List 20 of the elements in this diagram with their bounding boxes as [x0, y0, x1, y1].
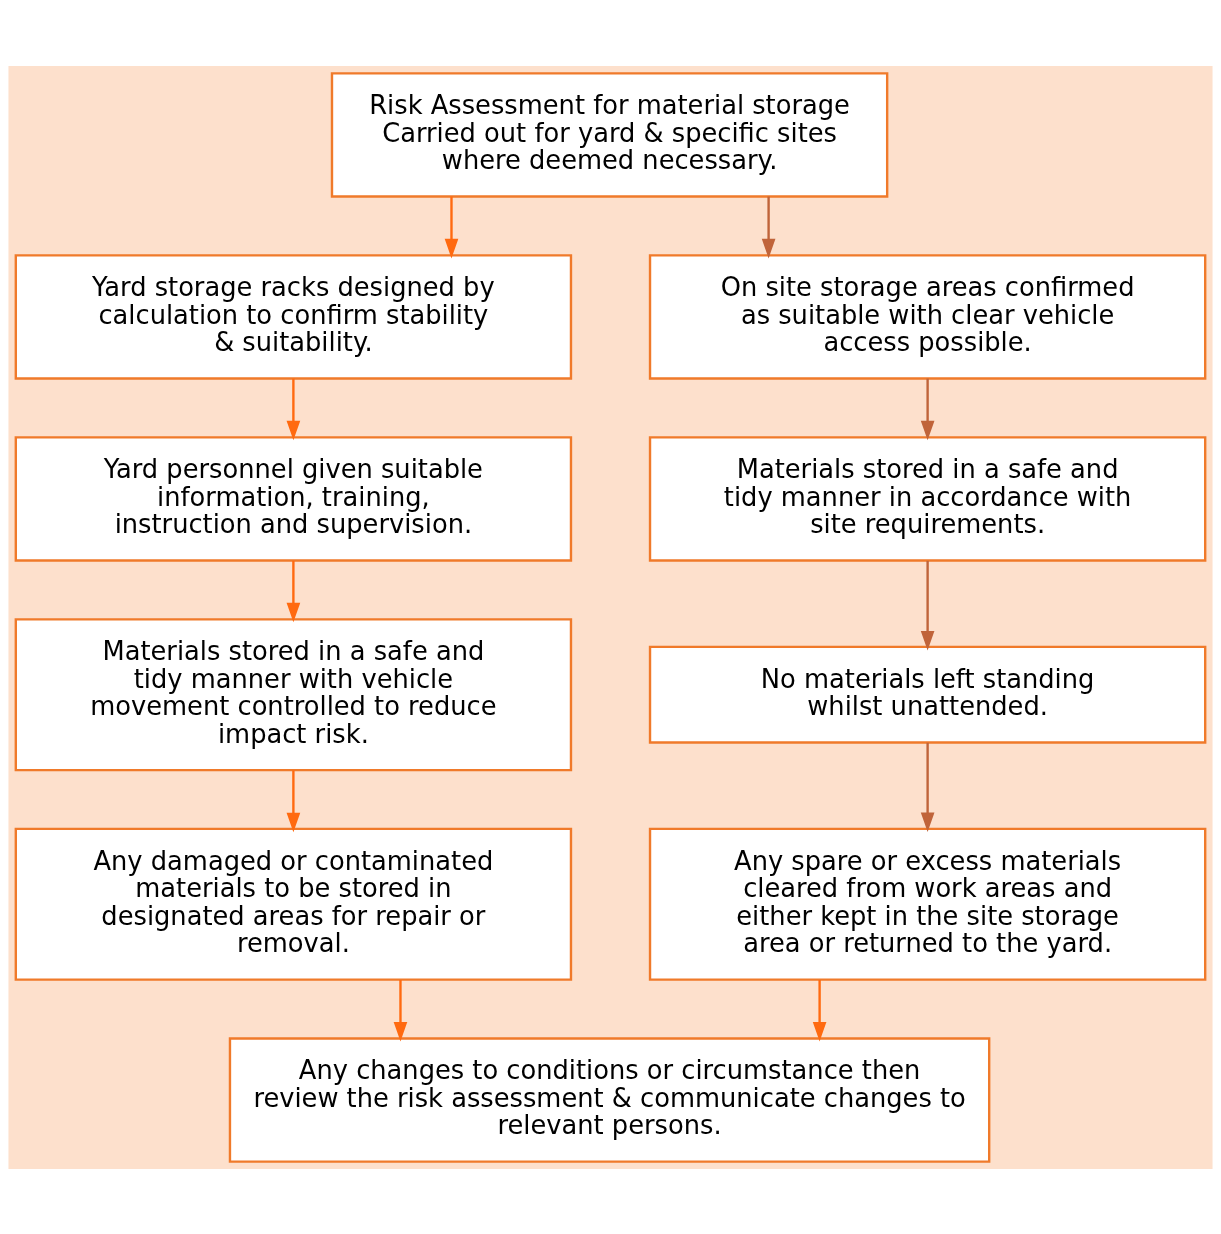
- arrow: [286, 769, 301, 832]
- node-box: Yard storage racks designed by calculation to confirm stability & suitability.: [14, 253, 573, 380]
- arrow: [761, 196, 776, 258]
- arrow: [444, 196, 459, 258]
- arrow: [812, 979, 827, 1041]
- arrow: [920, 378, 935, 440]
- arrow: [286, 560, 301, 622]
- node-box: Materials stored in a safe and tidy manner in accordance with site requirements.: [648, 435, 1207, 562]
- node-box: Materials stored in a safe and tidy manner with vehicle movement controlled to reduce impact risk.: [14, 617, 573, 771]
- node-box: On site storage areas confirmed as suitable with clear vehicle access possible.: [648, 253, 1207, 380]
- node-box: No materials left standing whilst unattended.: [648, 645, 1207, 744]
- arrow: [286, 378, 301, 440]
- node-box: Any spare or excess materials cleared from work areas and either kept in the site storage area or returned to the yard.: [648, 827, 1207, 981]
- node-box: Yard personnel given suitable information, training, instruction and supervision.: [14, 435, 573, 562]
- node-box: Any damaged or contaminated materials to be stored in designated areas for repair or removal.: [14, 827, 573, 981]
- arrow: [393, 979, 408, 1041]
- node-box: Any changes to conditions or circumstance then review the risk assessment & communicate changes to relevant persons.: [228, 1036, 991, 1163]
- node-box: Risk Assessment for material storage Carried out for yard & specific sites where deemed necessary.: [330, 71, 889, 198]
- arrow: [920, 560, 935, 650]
- arrow: [920, 742, 935, 832]
